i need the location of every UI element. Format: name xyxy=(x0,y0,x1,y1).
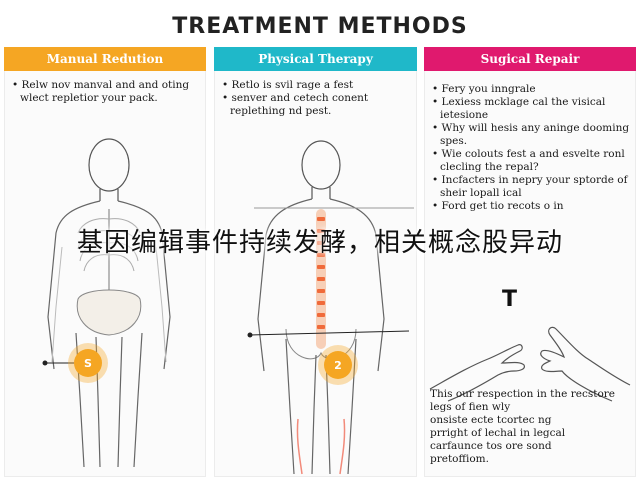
step-badge: 2 xyxy=(324,351,352,379)
step-badge: S xyxy=(74,349,102,377)
bullet-item: Relw nov manval and and oting wlect repl… xyxy=(10,79,200,105)
bullet-item: Ford get tio recots o in xyxy=(430,200,630,213)
caption-line: prright of lechal in legcal xyxy=(430,427,566,439)
column-panel xyxy=(4,71,206,477)
bullet-item: Why will hesis any aninge dooming spes. xyxy=(430,122,630,148)
body-back-figure xyxy=(257,140,385,475)
pointer-line xyxy=(247,330,410,338)
pointer-line xyxy=(254,207,414,209)
caption-line: carfaunce tos ore sond xyxy=(430,440,552,452)
column-physical-therapy: Physical Therapy Retlo is svil rage a fe… xyxy=(214,47,417,477)
column-header: Sugical Repair xyxy=(424,47,636,71)
bullet-item: Wie colouts fest a and esvelte ronl clec… xyxy=(430,148,630,174)
t-symbol: T xyxy=(502,287,518,312)
bullet-item: Fery you inngrale xyxy=(430,83,630,96)
column-header: Physical Therapy xyxy=(214,47,417,71)
column-manual-reduction: Manual Redution Relw nov manval and and … xyxy=(4,47,206,477)
column-panel xyxy=(214,71,417,477)
bullet-item: Incfacters in nepry your sptorde of shei… xyxy=(430,174,630,200)
bullet-list: Relw nov manval and and oting wlect repl… xyxy=(10,79,200,105)
skeleton-front-figure xyxy=(47,138,171,468)
bullet-item: Retlo is svil rage a fest xyxy=(220,79,411,92)
bullet-list: Retlo is svil rage a fest senver and cet… xyxy=(220,79,411,118)
hands-figure xyxy=(429,326,631,402)
column-surgical-repair: Sugical Repair Fery you inngrale Lexiess… xyxy=(424,47,636,477)
overlay-headline: 基因编辑事件持续发酵，相关概念股异动 xyxy=(76,228,563,258)
caption-line: This our respection in the recstore legs… xyxy=(430,388,615,413)
caption-text: This our respection in the recstore legs… xyxy=(430,388,630,466)
caption-line: onsiste ecte tcortec ng xyxy=(430,414,552,426)
bullet-item: Lexiess mcklage cal the visical ietesion… xyxy=(430,96,630,122)
bullet-item: senver and cetech conent replething nd p… xyxy=(220,92,411,118)
page-title: TREATMENT METHODS xyxy=(172,14,468,39)
column-header: Manual Redution xyxy=(4,47,206,71)
caption-line: pretoffiom. xyxy=(430,453,489,465)
bullet-list: Fery you inngrale Lexiess mcklage cal th… xyxy=(430,83,630,213)
